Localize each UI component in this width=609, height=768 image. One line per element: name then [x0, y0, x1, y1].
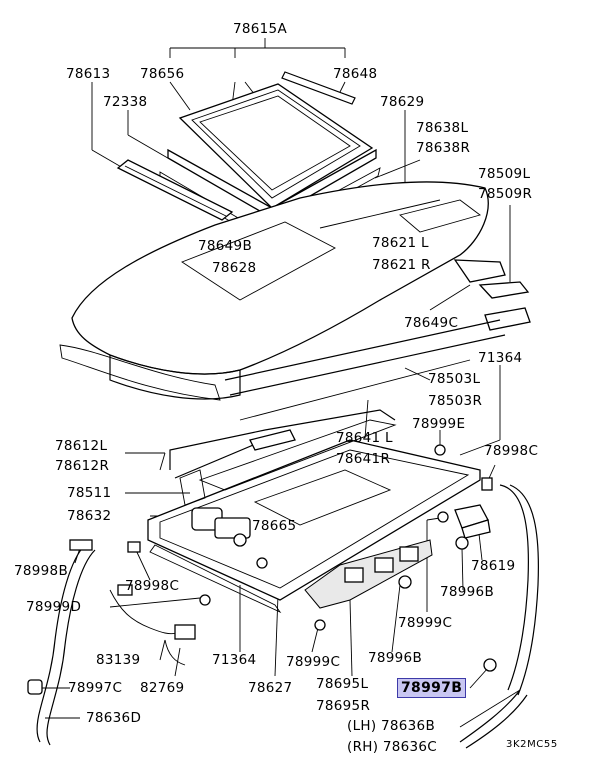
label-78511: 78511: [67, 485, 112, 501]
label-83139: 83139: [96, 652, 141, 668]
label-72338: 72338: [103, 94, 148, 110]
label-78656: 78656: [140, 66, 185, 82]
label-78509L: 78509L: [478, 166, 531, 182]
label-78996B-right: 78996B: [440, 584, 495, 600]
label-78629: 78629: [380, 94, 425, 110]
label-78503L: 78503L: [428, 371, 481, 387]
label-78997B-highlighted[interactable]: 78997B: [397, 678, 467, 698]
label-78612R: 78612R: [55, 458, 110, 474]
label-78619: 78619: [471, 558, 516, 574]
label-78999D: 78999D: [26, 599, 82, 615]
label-78641L: 78641 L: [336, 430, 393, 446]
label-78613: 78613: [66, 66, 111, 82]
label-78695R: 78695R: [316, 698, 371, 714]
label-78621L: 78621 L: [372, 235, 429, 251]
label-78638L: 78638L: [416, 120, 469, 136]
label-78999E: 78999E: [412, 416, 466, 432]
label-78621R: 78621 R: [372, 257, 431, 273]
rail-brackets: [224, 259, 531, 421]
label-78641R: 78641R: [336, 451, 391, 467]
label-78998C-right: 78998C: [484, 443, 539, 459]
drive-cable: [169, 409, 396, 479]
label-71364-lower: 71364: [212, 652, 257, 668]
bracket: [454, 504, 491, 539]
label-78628: 78628: [212, 260, 257, 276]
label-78632: 78632: [67, 508, 112, 524]
diagram-id: 3K2MC55: [506, 739, 558, 750]
label-78636D: 78636D: [86, 710, 142, 726]
label-78615A: 78615A: [233, 21, 287, 37]
label-78999C-lower: 78999C: [286, 654, 341, 670]
label-78996B-lower: 78996B: [368, 650, 423, 666]
label-78649B: 78649B: [198, 238, 253, 254]
label-78627: 78627: [248, 680, 293, 696]
label-78638R: 78638R: [416, 140, 471, 156]
label-78648: 78648: [333, 66, 378, 82]
leader-lines: [40, 38, 521, 728]
label-78503R: 78503R: [428, 393, 483, 409]
drain-channel: [304, 539, 433, 609]
label-78636B: (LH) 78636B: [347, 718, 436, 734]
sunshade: [116, 159, 234, 221]
label-78612L: 78612L: [55, 438, 108, 454]
label-78665: 78665: [252, 518, 297, 534]
fittings: [27, 444, 497, 695]
label-78509R: 78509R: [478, 186, 533, 202]
label-78998B: 78998B: [14, 563, 69, 579]
label-78999C-right: 78999C: [398, 615, 453, 631]
label-78695L: 78695L: [316, 676, 369, 692]
label-71364-upper: 71364: [478, 350, 523, 366]
label-78636C: (RH) 78636C: [347, 739, 438, 755]
motor: [191, 507, 251, 547]
drain-hoses: [36, 484, 539, 749]
label-78649C: 78649C: [404, 315, 459, 331]
roof-panel: [59, 181, 489, 401]
label-78998C-left: 78998C: [125, 578, 180, 594]
label-78997C: 78997C: [68, 680, 123, 696]
label-82769: 82769: [140, 680, 185, 696]
sunroof-housing: [147, 419, 481, 614]
wire-harness: [109, 584, 196, 666]
